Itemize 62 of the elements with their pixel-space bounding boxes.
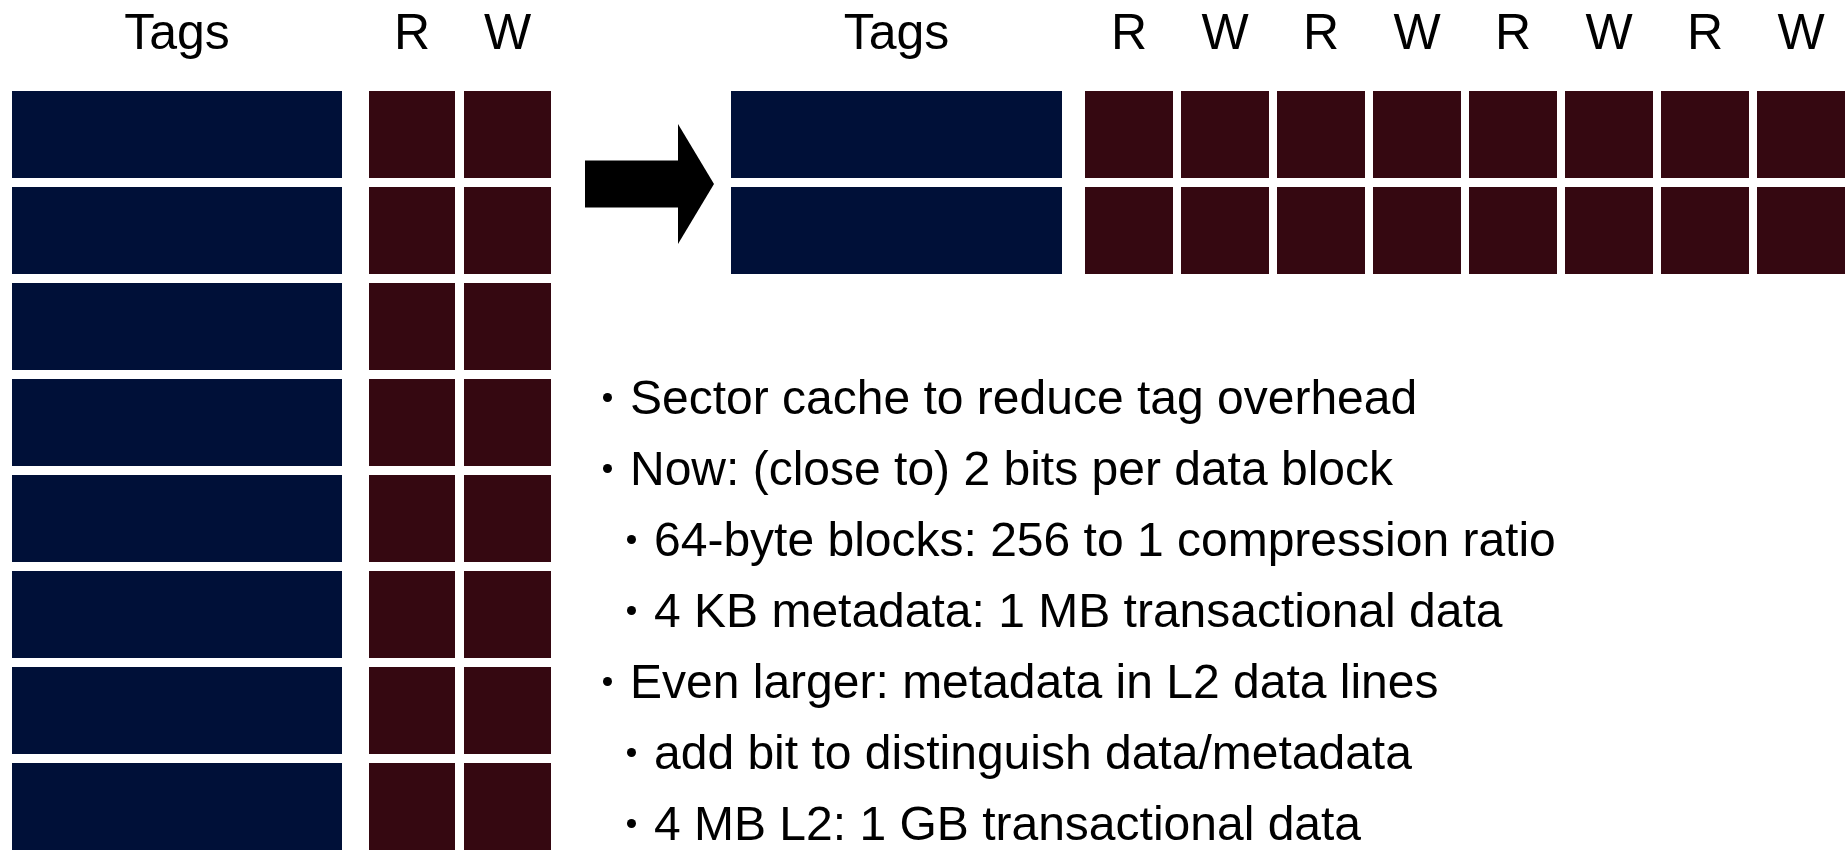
bit-cell xyxy=(1085,91,1173,178)
column-header: W xyxy=(1393,3,1441,62)
bit-cell xyxy=(1757,91,1845,178)
bit-cell xyxy=(464,91,551,178)
bit-cell xyxy=(464,379,551,466)
bit-cell xyxy=(464,667,551,754)
bullet-text: Now: (close to) 2 bits per data block xyxy=(630,440,1393,497)
column-header: R xyxy=(1494,3,1532,62)
bit-cell xyxy=(1661,91,1749,178)
tag-bar xyxy=(12,187,342,274)
bit-cell xyxy=(1277,187,1365,274)
tag-bar xyxy=(12,283,342,370)
column-header: R xyxy=(1302,3,1340,62)
tag-bar xyxy=(12,571,342,658)
tag-bar xyxy=(12,379,342,466)
tag-bar xyxy=(731,187,1062,274)
bit-cell xyxy=(369,475,455,562)
bit-cell xyxy=(369,667,455,754)
bit-cell xyxy=(1469,91,1557,178)
bit-cell xyxy=(464,187,551,274)
bit-cell xyxy=(1757,187,1845,274)
bullet-text: Sector cache to reduce tag overhead xyxy=(630,369,1418,426)
column-header: R xyxy=(1686,3,1724,62)
bit-cell xyxy=(464,763,551,850)
column-header: W xyxy=(1777,3,1825,62)
bullet-text: Even larger: metadata in L2 data lines xyxy=(630,653,1439,710)
column-header: Tags xyxy=(124,3,230,62)
bullet-text: add bit to distinguish data/metadata xyxy=(654,724,1412,781)
bit-cell xyxy=(1565,187,1653,274)
bit-cell xyxy=(369,571,455,658)
bit-cell xyxy=(369,763,455,850)
tag-bar xyxy=(731,91,1062,178)
bit-cell xyxy=(1469,187,1557,274)
bit-cell xyxy=(1181,187,1269,274)
bit-cell xyxy=(369,379,455,466)
column-header: R xyxy=(1110,3,1148,62)
bit-cell xyxy=(1277,91,1365,178)
bullet-text: 4 MB L2: 1 GB transactional data xyxy=(654,795,1362,850)
tag-bar xyxy=(12,475,342,562)
column-header: Tags xyxy=(843,3,950,62)
bit-cell xyxy=(1373,187,1461,274)
bit-cell xyxy=(464,283,551,370)
bit-cell xyxy=(464,475,551,562)
bit-cell xyxy=(1085,187,1173,274)
bit-cell xyxy=(1181,91,1269,178)
column-header: W xyxy=(1201,3,1249,62)
column-header: R xyxy=(393,3,431,62)
bit-cell xyxy=(1565,91,1653,178)
bit-cell xyxy=(369,283,455,370)
bit-cell xyxy=(369,91,455,178)
bit-cell xyxy=(1661,187,1749,274)
bullet-text: 4 KB metadata: 1 MB transactional data xyxy=(654,582,1503,639)
column-header: W xyxy=(1585,3,1633,62)
column-header: W xyxy=(483,3,532,62)
tag-bar xyxy=(12,763,342,850)
bullet-text: 64-byte blocks: 256 to 1 compression ratio xyxy=(654,511,1556,568)
bit-cell xyxy=(464,571,551,658)
tag-bar xyxy=(12,667,342,754)
block-arrow xyxy=(585,124,714,244)
bit-cell xyxy=(1373,91,1461,178)
bit-cell xyxy=(369,187,455,274)
tag-bar xyxy=(12,91,342,178)
